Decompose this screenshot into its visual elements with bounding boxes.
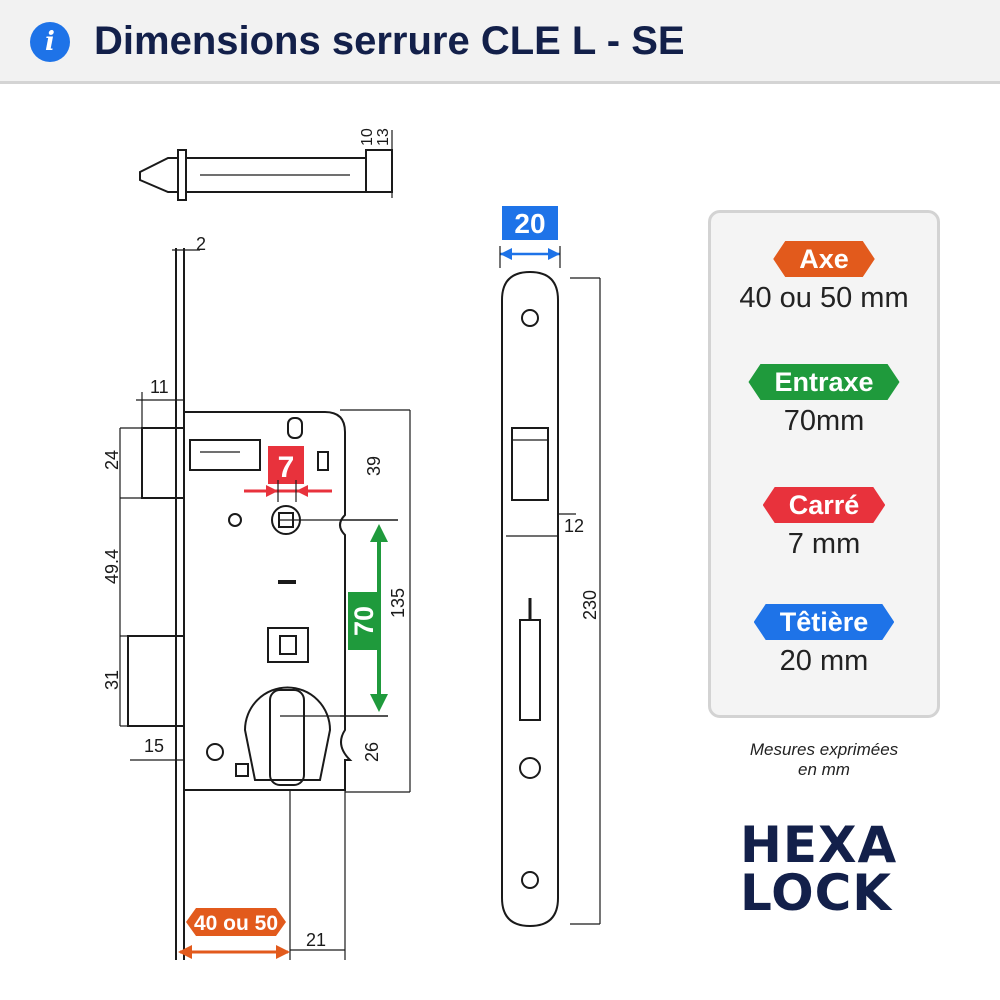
dim-21: 21 <box>306 930 326 950</box>
footnote-line-2: en mm <box>798 760 850 779</box>
dim-39: 39 <box>364 456 384 476</box>
entraxe-legend-value: 70mm <box>783 405 865 437</box>
dim-13: 13 <box>375 128 392 146</box>
logo-line-1: HEXA <box>740 816 898 874</box>
tetiere-legend-value: 20 mm <box>779 645 869 677</box>
logo-line-2: LOCK <box>740 864 893 922</box>
axe-callout: 40 ou 50 <box>178 908 290 959</box>
legend-item-axe: Axe 40 ou 50 mm <box>711 241 937 315</box>
lock-body-drawing <box>119 248 411 960</box>
info-icon: i <box>30 22 70 62</box>
axe-value: 40 ou 50 <box>194 912 278 935</box>
legend-item-carre: Carré 7 mm <box>711 487 937 561</box>
dim-135: 135 <box>388 588 408 618</box>
dim-15: 15 <box>144 736 164 756</box>
top-view-bolt <box>139 130 393 201</box>
legend-card: Axe 40 ou 50 mm Entraxe 70mm Carré 7 mm … <box>708 210 940 718</box>
dim-26: 26 <box>362 742 382 762</box>
tetiere-badge: Têtière <box>754 604 895 640</box>
dim-49-4: 49.4 <box>102 549 122 584</box>
dim-10: 10 <box>359 128 376 146</box>
axe-badge: Axe <box>773 241 875 277</box>
units-footnote: Mesures exprimées en mm <box>708 740 940 780</box>
page-title: Dimensions serrure CLE L - SE <box>94 19 685 63</box>
header-bar: i Dimensions serrure CLE L - SE <box>0 0 1000 84</box>
carre-value: 7 <box>278 451 295 484</box>
entraxe-callout: 70 <box>348 524 388 712</box>
footnote-line-1: Mesures exprimées <box>749 740 899 759</box>
tetiere-callout: 20 <box>499 206 561 268</box>
tetiere-value: 20 <box>514 208 545 239</box>
faceplate-drawing <box>501 270 601 928</box>
lock-technical-drawing: 2 11 24 49.4 31 15 39 135 26 21 12 230 1… <box>102 128 601 960</box>
dim-11: 11 <box>150 377 169 397</box>
dim-31: 31 <box>102 670 122 690</box>
dim-230: 230 <box>580 590 600 620</box>
hexalock-logo: HEXA LOCK <box>740 820 930 920</box>
legend-item-tetiere: Têtière 20 mm <box>711 604 937 678</box>
entraxe-value: 70 <box>349 606 379 636</box>
legend-item-entraxe: Entraxe 70mm <box>711 364 937 438</box>
carre-badge: Carré <box>763 487 886 523</box>
dim-24: 24 <box>102 450 122 470</box>
axe-legend-value: 40 ou 50 mm <box>739 282 909 314</box>
carre-callout: 7 <box>244 446 332 502</box>
entraxe-badge: Entraxe <box>748 364 899 400</box>
dim-12: 12 <box>564 516 584 536</box>
dim-2: 2 <box>196 234 206 254</box>
carre-legend-value: 7 mm <box>787 528 861 560</box>
